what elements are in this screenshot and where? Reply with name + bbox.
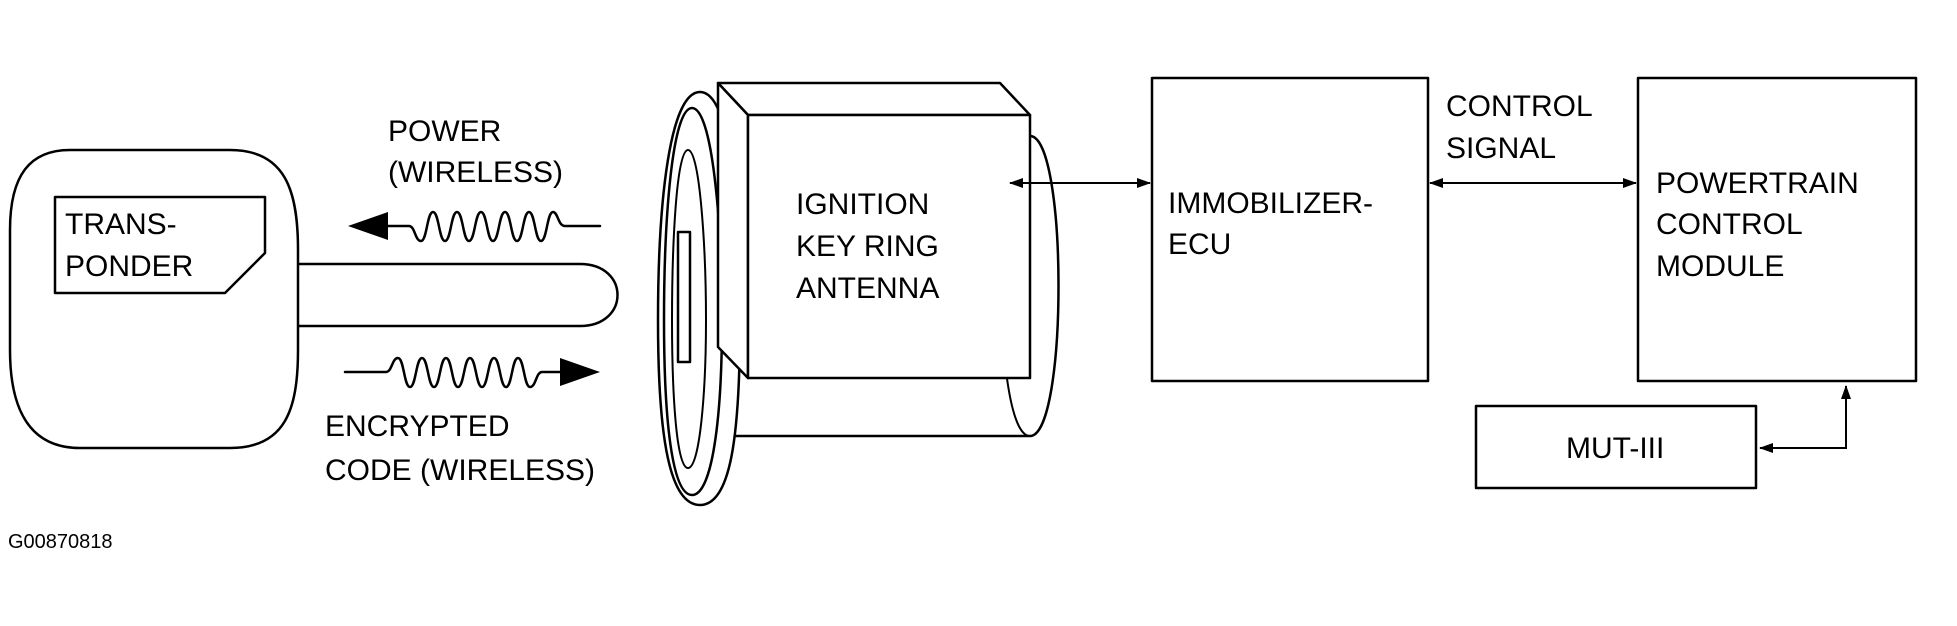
mut-pcm-link <box>1759 385 1851 453</box>
key-slot-outer <box>670 148 708 470</box>
key-slot <box>676 230 692 364</box>
encrypted-code-signal: ENCRYPTED CODE (WIRELESS) <box>325 356 600 487</box>
mut-iii: MUT-III <box>1474 385 1851 490</box>
antenna-label-line3: ANTENNA <box>796 272 939 305</box>
pcm-label-line3: MODULE <box>1656 250 1784 283</box>
pcm-box <box>1636 76 1918 383</box>
figure-code: G00870818 <box>8 531 113 553</box>
antenna-label-line2: KEY RING <box>796 230 939 263</box>
ignition-key-ring-antenna: IGNITION KEY RING ANTENNA <box>656 81 1060 507</box>
antenna-label-line1: IGNITION <box>796 188 929 221</box>
power-wave <box>380 210 602 243</box>
control-signal: CONTROL SIGNAL <box>1429 90 1637 188</box>
key-blade <box>283 262 619 328</box>
power-signal: POWER (WIRELESS) <box>348 115 602 243</box>
mut-iii-label: MUT-III <box>1566 432 1664 465</box>
power-arrowhead <box>348 212 388 240</box>
immobilizer-label-line2: ECU <box>1168 228 1231 261</box>
antenna-box-front <box>746 113 1032 380</box>
pcm-label-line1: POWERTRAIN <box>1656 167 1859 200</box>
key-head <box>8 148 300 450</box>
encrypted-arrowhead <box>560 358 600 386</box>
control-signal-label-line1: CONTROL <box>1446 90 1593 123</box>
encrypted-label-line2: CODE (WIRELESS) <box>325 454 595 487</box>
control-signal-label-line2: SIGNAL <box>1446 132 1556 165</box>
encrypted-wave <box>343 356 567 389</box>
immobilizer-label-line1: IMMOBILIZER- <box>1168 187 1373 220</box>
antenna-box-top <box>716 81 1032 117</box>
powertrain-control-module: POWERTRAIN CONTROL MODULE <box>1636 76 1918 383</box>
immobilizer-ecu-box <box>1150 76 1430 383</box>
power-label-line1: POWER <box>388 115 501 148</box>
mut-iii-box <box>1474 404 1758 490</box>
transponder-chip <box>53 195 267 295</box>
encrypted-label-line1: ENCRYPTED <box>325 410 509 443</box>
pcm-label-line2: CONTROL <box>1656 208 1803 241</box>
antenna-box-side <box>716 81 750 380</box>
power-label-line2: (WIRELESS) <box>388 156 563 189</box>
transponder-label-line1: TRANS- <box>65 208 177 241</box>
transponder-label-line2: PONDER <box>65 250 193 283</box>
key: TRANS- PONDER <box>8 148 619 450</box>
immobilizer-ecu: IMMOBILIZER- ECU <box>1150 76 1430 383</box>
